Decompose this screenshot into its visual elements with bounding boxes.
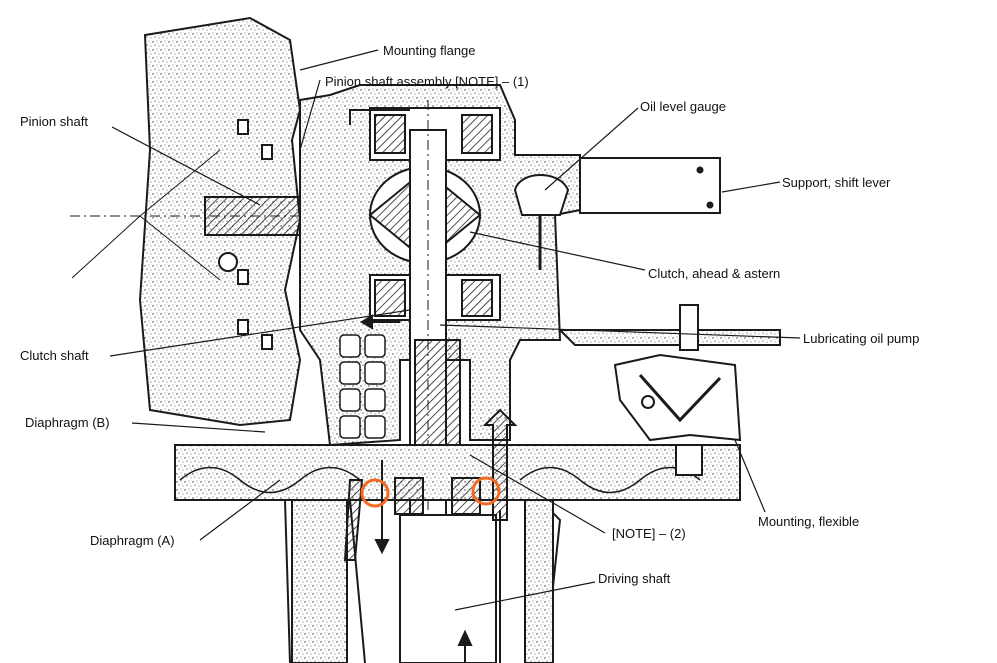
- flow-arrow-left-mid-head: [360, 314, 373, 330]
- label-oil-level-gauge: Oil level gauge: [640, 99, 726, 114]
- label-driving-shaft: Driving shaft: [598, 571, 671, 586]
- flow-arrow-up-head: [457, 629, 473, 646]
- leader-support-shift-lever: [721, 181, 781, 193]
- upper-bearing-right: [461, 114, 493, 154]
- oil-pump-block: [339, 334, 386, 439]
- oil-level-gauge: [513, 174, 570, 216]
- lower-housing: [284, 499, 562, 663]
- leader-pinion-shaft: [111, 126, 261, 206]
- support-hole-1: [696, 166, 704, 174]
- diaphragm-wave-right: [519, 466, 701, 494]
- label-clutch-shaft: Clutch shaft: [20, 348, 89, 363]
- shaft-base-bearing-left: [394, 477, 424, 515]
- label-diaphragm-b: Diaphragm (B): [25, 415, 110, 430]
- leader-pinion-shaft-assembly: [299, 79, 321, 151]
- label-lubricating-oil-pump: Lubricating oil pump: [803, 331, 919, 346]
- leader-diaphragm-a: [199, 479, 281, 541]
- label-mounting-flange: Mounting flange: [383, 43, 476, 58]
- leader-clutch: [469, 231, 646, 271]
- leader-clutch-shaft: [109, 309, 411, 357]
- label-mounting-flexible: Mounting, flexible: [758, 514, 859, 529]
- leader-mounting-flexible: [734, 439, 766, 513]
- leader-lines: [109, 49, 801, 611]
- flexible-mounting: [613, 353, 742, 442]
- label-pinion-shaft: Pinion shaft: [20, 114, 88, 129]
- highlight-circle-right: [471, 476, 501, 506]
- flange-bolts: [237, 119, 273, 350]
- highlight-circle-left: [360, 478, 390, 508]
- leader-driving-shaft: [454, 581, 596, 611]
- label-note-2: [NOTE] – (2): [612, 526, 686, 541]
- leader-diaphragm-b: [131, 422, 266, 433]
- lower-bearing-left: [374, 279, 406, 317]
- upper-bearing-left: [374, 114, 406, 154]
- diagram-labels: Mounting flange Pinion shaft assembly [N…: [20, 43, 919, 586]
- coupling-bolt-head: [218, 252, 238, 272]
- driving-shaft: [399, 514, 497, 663]
- pump-rotor: [414, 339, 461, 451]
- mounting-stud-top: [679, 304, 699, 351]
- flow-arrow-down-head: [374, 539, 390, 555]
- label-pinion-shaft-assembly: Pinion shaft assembly [NOTE] – (1): [325, 74, 529, 89]
- lube-oil-pipe: [557, 329, 781, 346]
- flexible-mounting-v: [638, 374, 722, 423]
- leader-oil-level-gauge: [544, 107, 639, 191]
- leader-note-2: [469, 454, 606, 534]
- drawing-body: [70, 16, 781, 663]
- lower-bearing-right: [461, 279, 493, 317]
- diaphragm-wave-left: [179, 466, 361, 494]
- flow-arrow-top: [349, 109, 410, 125]
- shift-lever-support: [579, 157, 721, 214]
- support-hole-2: [706, 201, 714, 209]
- coupling-dim-lines-2: [139, 215, 221, 281]
- label-support-shift-lever: Support, shift lever: [782, 175, 891, 190]
- label-clutch-ahead-astern: Clutch, ahead & astern: [648, 266, 780, 281]
- lower-housing-right-wall: [524, 499, 554, 663]
- mounting-stud-bottom: [675, 444, 703, 476]
- leader-mounting-flange: [299, 49, 379, 71]
- oil-flow-arrow-up: [482, 408, 518, 521]
- mounting-screw: [641, 395, 655, 409]
- note-2-highlights: [360, 476, 501, 508]
- label-diaphragm-a: Diaphragm (A): [90, 533, 175, 548]
- oil-flow-arrow-down-left: [343, 479, 364, 561]
- leader-lube-pump: [439, 324, 801, 339]
- lower-housing-left-wall: [291, 499, 348, 663]
